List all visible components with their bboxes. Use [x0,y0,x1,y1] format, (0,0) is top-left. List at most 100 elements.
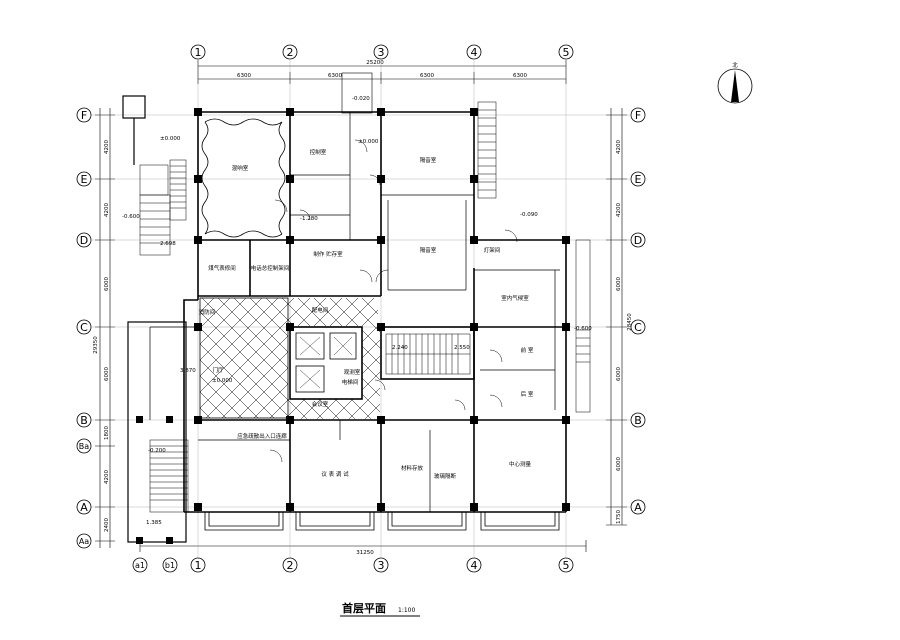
room-calibration: 议 表 调 试 [321,470,349,478]
axis-left-F: F [81,109,87,122]
axis-bottom-b1: b1 [165,561,175,570]
dim-top-span-2: 6300 [328,73,342,79]
room-elevator: 电梯间 [342,378,359,386]
room-evac-corridor: 应急疏散出入口连廊 [237,432,287,440]
axis-right-B: B [634,414,642,427]
axis-bottom-a1: a1 [135,561,145,570]
axis-top-3: 3 [378,46,385,59]
lobby-floor-pattern [199,297,289,419]
dim-right-6: 1750 [616,510,622,524]
room-climate: 室内气候室 [501,294,529,302]
dim-left-7: 2400 [104,518,110,532]
level-2: ±0.000 [358,139,379,145]
room-gas-meter: 煤气表修间 [208,264,236,272]
room-front: 前 室 [521,346,534,354]
room-sound-isolation-2: 隔音室 [420,246,437,254]
level-11: -0.200 [148,448,166,454]
axis-bubbles-bottom [132,557,574,573]
compass-north-label: 北 [732,61,738,69]
room-meeting: 会议室 [312,400,329,408]
room-power: 配电间 [312,306,329,314]
dim-top-span-1: 6300 [237,73,251,79]
axis-bottom-2: 2 [287,559,294,572]
axis-right-E: E [635,173,642,186]
level-10: 2.550 [454,345,470,351]
room-glass-partition: 玻璃隔断 [434,472,457,480]
room-rear: 后 室 [521,390,534,398]
level-9: 2.240 [392,345,408,351]
axis-top-1: 1 [195,46,202,59]
room-fire: 消防间 [199,308,216,316]
drawing-scale: 1:100 [398,607,415,614]
dim-left-total: 29350 [93,336,99,354]
axis-bottom-4: 4 [471,559,478,572]
dim-left-3: 6000 [104,277,110,291]
room-lighting: 灯架间 [484,246,501,254]
drawing-title: 首层平面 [342,601,386,615]
exterior-stair-right [477,101,591,413]
axis-bottom-3: 3 [378,559,385,572]
reverb-room-walls [201,118,286,238]
level-5: 2.698 [160,241,176,247]
room-sound-isolation-1: 隔音室 [420,156,437,164]
dim-right-5: 6000 [616,457,622,471]
dim-left-5: 1800 [104,426,110,440]
dim-left-4: 6000 [104,367,110,381]
level-12: 1.385 [146,520,162,526]
level-8: -0.600 [574,326,592,332]
axis-right-F: F [635,109,641,122]
corridor-floor-pattern-3 [362,326,380,399]
dim-left-6: 4200 [104,470,110,484]
axis-left-B: B [80,414,88,427]
structural-columns [136,108,570,544]
level-6: -1.280 [300,216,318,222]
room-material: 材料存放 [401,464,424,472]
dim-right-2: 4200 [616,203,622,217]
axis-bottom-5: 5 [563,559,570,572]
stairs [139,159,471,513]
dim-top-span-4: 6300 [513,73,527,79]
axis-left-Aa: Aa [79,537,89,546]
dim-left-2: 4200 [104,203,110,217]
dim-bottom-total: 31250 [356,550,374,556]
room-telephone: 电话总控制架间 [251,264,290,272]
level-13: 3.870 [180,368,196,374]
axis-top-4: 4 [471,46,478,59]
level-4: -0.600 [122,214,140,220]
corridor-floor-pattern [288,298,378,326]
room-center-measure: 中心测量 [509,460,532,468]
axis-left-D: D [80,234,88,247]
room-storage: 制作 贮存室 [313,250,343,258]
dim-right-total: 28450 [627,313,633,331]
compass: 北 [717,61,753,104]
entry-canopy [341,72,373,114]
level-3: -0.020 [352,96,370,102]
axis-left-Ba: Ba [79,442,89,451]
level-1: ±0.000 [160,136,181,142]
room-control: 控制室 [310,148,327,156]
room-observation: 观测室 [344,368,361,376]
dim-right-4: 6000 [616,367,622,381]
axis-bubbles-right [630,107,646,515]
dim-right-1: 4200 [616,140,622,154]
inner-partitions [149,112,560,512]
axis-left-C: C [80,321,88,334]
level-14: ±0.000 [212,378,233,384]
axis-bubbles-top [190,44,574,60]
axis-bottom-1: 1 [195,559,202,572]
axis-right-C: C [634,321,642,334]
axis-left-E: E [81,173,88,186]
dim-top-span-3: 6300 [420,73,434,79]
left-annex [122,95,187,543]
dim-top-total: 25200 [366,60,384,66]
axis-right-D: D [634,234,642,247]
dim-right-3: 6000 [616,277,622,291]
room-reverb: 混响室 [232,164,249,172]
dim-left-1: 4200 [104,140,110,154]
axis-top-2: 2 [287,46,294,59]
corridor-floor-pattern-2 [288,399,380,419]
elevator-shafts [295,332,357,393]
axis-left-A: A [80,501,88,514]
level-7: -0.090 [520,212,538,218]
